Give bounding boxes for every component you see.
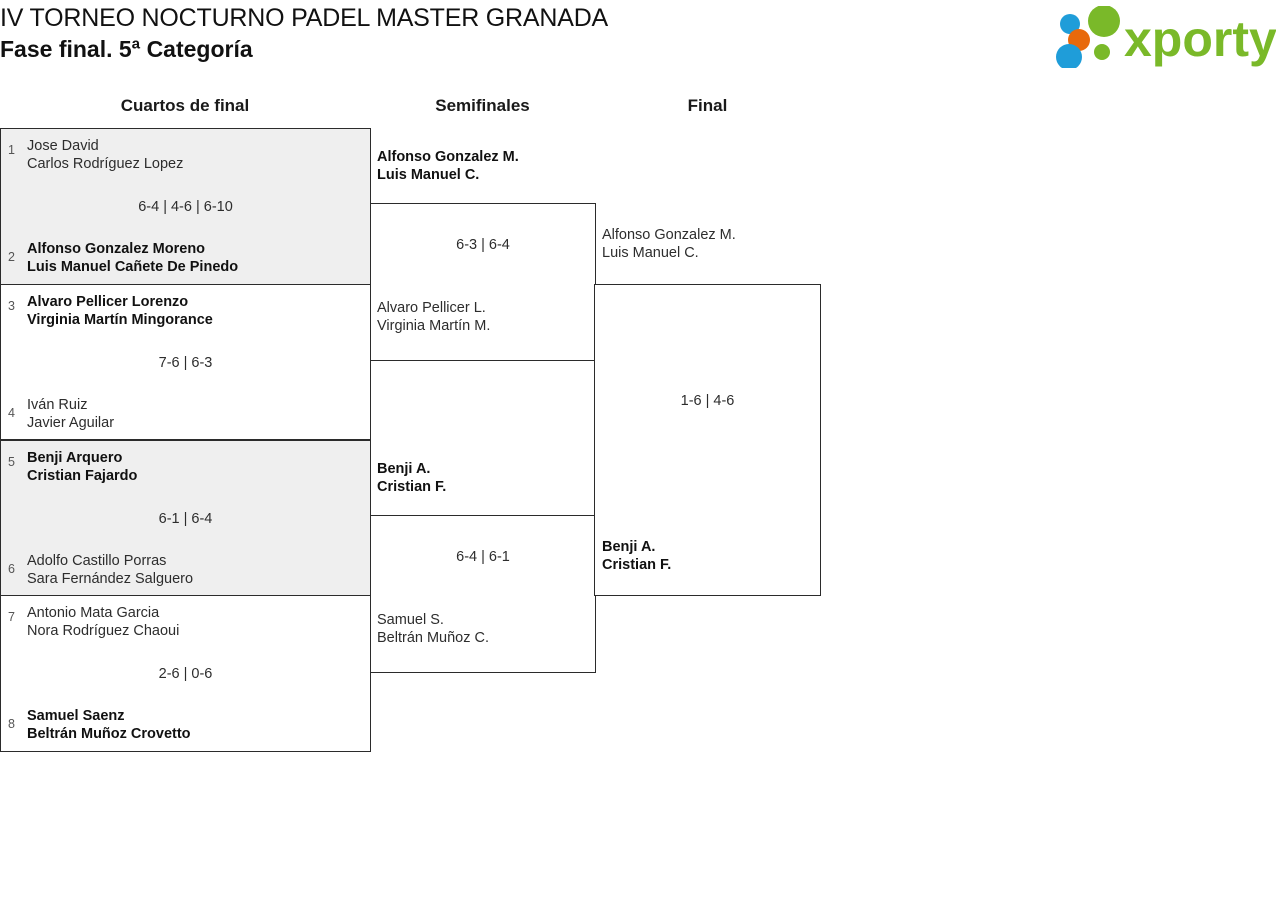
page-title: IV TORNEO NOCTURNO PADEL MASTER GRANADA …: [0, 2, 608, 65]
player-name: Cristian F.: [602, 557, 672, 573]
match-score: 7-6 | 6-3: [158, 355, 213, 371]
player-name: Beltrán Muñoz C.: [377, 630, 490, 646]
logo-wordmark: xporty: [1124, 11, 1276, 67]
match-score: 6-3 | 6-4: [456, 237, 510, 253]
player-name: Alfonso Gonzalez Moreno: [27, 241, 206, 257]
player-name: Cristian F.: [377, 479, 447, 495]
player-name: Sara Fernández Salguero: [27, 571, 194, 587]
column-header-semifinals: Semifinales: [435, 96, 530, 115]
match-score: 1-6 | 4-6: [680, 393, 735, 409]
match-box-final[interactable]: 1-6 | 4-6 Benji A. Cristian F.: [594, 284, 821, 596]
seed-number: 4: [8, 406, 15, 420]
logo-dot-green-large: [1088, 6, 1120, 37]
tournament-name: IV TORNEO NOCTURNO PADEL MASTER GRANADA: [0, 4, 609, 32]
player-name: Samuel Saenz: [27, 708, 125, 724]
match-score: 6-1 | 6-4: [158, 511, 213, 527]
team-bottom: Alvaro Pellicer L. Virginia Martín M.: [377, 299, 490, 335]
match-box-qf-1[interactable]: 1 Jose David Carlos Rodríguez Lopez 6-4 …: [0, 128, 371, 285]
player-name: Antonio Mata Garcia: [27, 605, 160, 621]
seed-number: 6: [8, 562, 15, 576]
match-box-sf-1[interactable]: 6-3 | 6-4 Alvaro Pellicer L. Virginia Ma…: [370, 203, 596, 361]
seed-number: 7: [8, 610, 15, 624]
seed-number: 5: [8, 455, 15, 469]
logo-dot-green-small: [1094, 44, 1110, 60]
logo-dot-blue-small: [1060, 14, 1080, 34]
team-top: Alvaro Pellicer Lorenzo Virginia Martín …: [27, 293, 213, 329]
column-header-quarterfinals: Cuartos de final: [120, 96, 250, 115]
player-name: Jose David: [27, 138, 99, 154]
player-name: Alvaro Pellicer L.: [377, 300, 486, 316]
seed-number: 8: [8, 717, 15, 731]
xporty-logo[interactable]: xporty: [1052, 6, 1276, 68]
player-name: Carlos Rodríguez Lopez: [27, 156, 184, 172]
player-name: Alvaro Pellicer Lorenzo: [27, 294, 189, 310]
match-score: 6-4 | 4-6 | 6-10: [138, 199, 233, 215]
team-bottom: Samuel S. Beltrán Muñoz C.: [377, 611, 489, 647]
player-name: Virginia Martín M.: [377, 318, 491, 334]
team-top: Antonio Mata Garcia Nora Rodríguez Chaou…: [27, 604, 179, 640]
player-name: Beltrán Muñoz Crovetto: [27, 726, 191, 742]
team-top: Jose David Carlos Rodríguez Lopez: [27, 137, 183, 173]
seed-number: 2: [8, 250, 15, 264]
seed-number: 3: [8, 299, 15, 313]
player-name: Nora Rodríguez Chaoui: [27, 623, 180, 639]
seed-number: 1: [8, 143, 15, 157]
match-box-qf-2[interactable]: 3 Alvaro Pellicer Lorenzo Virginia Martí…: [0, 284, 371, 440]
match-score: 6-4 | 6-1: [456, 549, 510, 565]
match-box-sf-2[interactable]: 6-4 | 6-1 Samuel S. Beltrán Muñoz C.: [370, 515, 596, 673]
player-name: Adolfo Castillo Porras: [27, 553, 167, 569]
sf2-team-top: Benji A. Cristian F.: [377, 460, 446, 496]
final-team-top: Alfonso Gonzalez M. Luis Manuel C.: [602, 226, 736, 262]
team-bottom: Adolfo Castillo Porras Sara Fernández Sa…: [27, 552, 193, 588]
player-name: Benji A.: [377, 461, 431, 477]
column-header-final: Final: [687, 96, 728, 115]
player-name: Benji A.: [602, 539, 656, 555]
player-name: Javier Aguilar: [27, 415, 115, 431]
match-score: 2-6 | 0-6: [158, 666, 213, 682]
player-name: Luis Manuel C.: [602, 245, 699, 261]
player-name: Alfonso Gonzalez M.: [377, 149, 519, 165]
team-bottom: Iván Ruiz Javier Aguilar: [27, 396, 114, 432]
team-bottom: Samuel Saenz Beltrán Muñoz Crovetto: [27, 707, 191, 743]
team-top: Benji Arquero Cristian Fajardo: [27, 449, 137, 485]
match-box-qf-3[interactable]: 5 Benji Arquero Cristian Fajardo 6-1 | 6…: [0, 440, 371, 596]
logo-dot-blue-large: [1056, 44, 1082, 68]
player-name: Alfonso Gonzalez M.: [602, 227, 736, 243]
match-box-qf-4[interactable]: 7 Antonio Mata Garcia Nora Rodríguez Cha…: [0, 595, 371, 752]
player-name: Samuel S.: [377, 612, 444, 628]
player-name: Luis Manuel Cañete De Pinedo: [27, 259, 239, 275]
team-bottom: Benji A. Cristian F.: [602, 538, 671, 574]
player-name: Benji Arquero: [27, 450, 123, 466]
tournament-phase: Fase final. 5ª Categoría: [0, 36, 253, 62]
player-name: Luis Manuel C.: [377, 167, 480, 183]
player-name: Iván Ruiz: [27, 397, 88, 413]
player-name: Virginia Martín Mingorance: [27, 312, 213, 328]
sf1-team-top: Alfonso Gonzalez M. Luis Manuel C.: [377, 148, 519, 184]
player-name: Cristian Fajardo: [27, 468, 138, 484]
team-bottom: Alfonso Gonzalez Moreno Luis Manuel Cañe…: [27, 240, 238, 276]
